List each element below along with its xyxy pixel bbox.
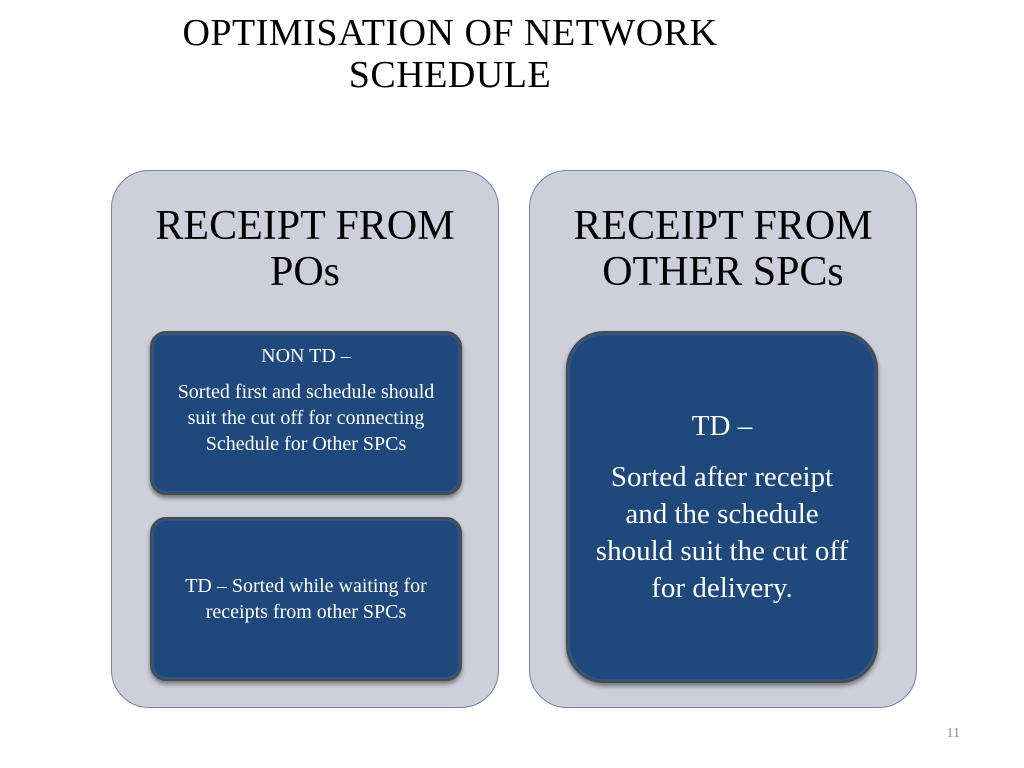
receipt-from-pos-panel: RECEIPT FROM POs NON TD – Sorted first a… [111,170,499,708]
td-sorted-while-waiting-text: TD – Sorted while waiting for receipts f… [185,575,427,623]
receipt-from-other-spcs-heading: RECEIPT FROM OTHER SPCs [530,203,916,295]
non-td-label: NON TD – [261,345,351,367]
non-td-card: NON TD – Sorted first and schedule shoul… [150,331,462,495]
heading-line-2: POs [269,249,341,295]
td-label: TD – [691,409,753,442]
slide-title: OPTIMISATION OF NETWORK SCHEDULE [100,12,800,96]
heading-line-2: OTHER SPCs [602,249,844,295]
non-td-text: Sorted first and schedule should suit th… [177,381,435,455]
heading-line-1: RECEIPT FROM [573,203,873,249]
td-sorted-after-receipt-card: TD – Sorted after receipt and the schedu… [566,331,878,683]
page-number: 11 [946,726,960,741]
slide-title-line-2: SCHEDULE [348,54,552,96]
slide-title-line-1: OPTIMISATION OF NETWORK [182,12,718,54]
td-sorted-after-receipt-text: Sorted after receipt and the schedule sh… [595,460,849,604]
receipt-from-pos-heading: RECEIPT FROM POs [112,203,498,295]
heading-line-1: RECEIPT FROM [155,203,455,249]
receipt-from-other-spcs-panel: RECEIPT FROM OTHER SPCs TD – Sorted afte… [529,170,917,708]
td-sorted-while-waiting-card: TD – Sorted while waiting for receipts f… [150,517,462,681]
